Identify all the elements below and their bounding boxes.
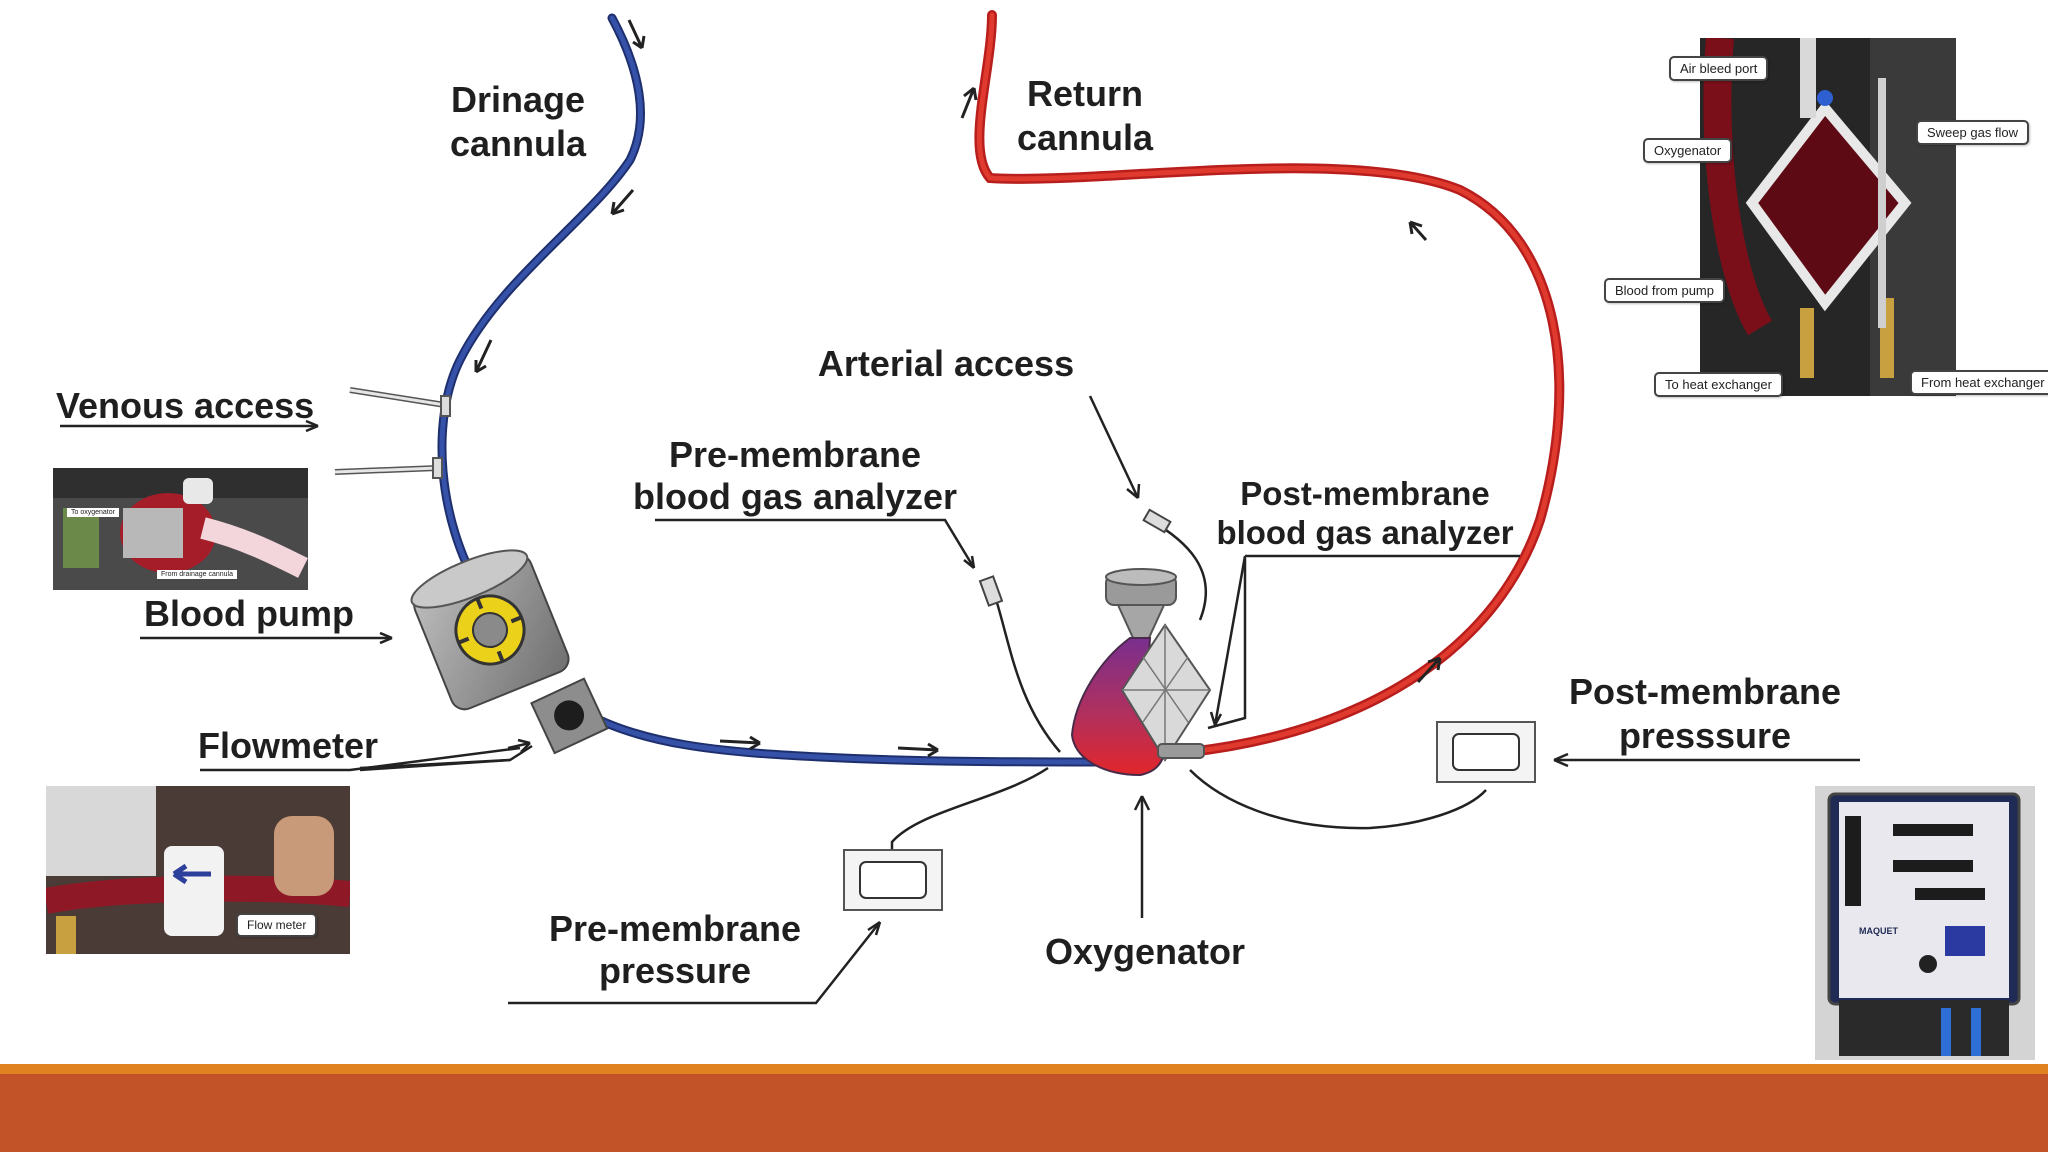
sweep-gas-flow-callout: Sweep gas flow <box>1916 120 2030 145</box>
pump-to-oxygenator-tubing <box>575 705 1120 767</box>
oxygenator-label: Oxygenator <box>1044 931 1246 972</box>
blood-pump-label: Blood pump <box>144 593 354 634</box>
oxygenator-photo <box>1700 38 1956 396</box>
oxygenator-graphic <box>1070 568 1212 777</box>
post-membrane-pressure-label: Post-membrane presssure <box>1568 671 1842 756</box>
flowmeter-label: Flowmeter <box>198 725 379 766</box>
post-membrane-bga-label: Post-membrane blood gas analyzer <box>1216 475 1514 551</box>
pre-membrane-pressure-label: Pre-membrane pressure <box>548 908 802 991</box>
pump-photo-art <box>53 468 308 590</box>
from-drainage-cannula-callout: From drainage cannula <box>157 570 237 579</box>
oxygenator-photo-art <box>1700 38 1956 396</box>
flow-meter-photo-art <box>46 786 350 954</box>
flow-meter-callout: Flow meter <box>236 913 318 937</box>
flow-meter-photo: Flow meter <box>46 786 350 954</box>
flow-arrows <box>474 19 1442 758</box>
drainage-cannula-label: Drinage cannula <box>449 79 587 164</box>
to-heat-exchanger-callout: To heat exchanger <box>1654 372 1783 397</box>
pre-membrane-pressure-monitor <box>843 849 943 911</box>
arterial-access-label: Arterial access <box>817 343 1075 384</box>
monitoring-lines <box>60 395 1860 1005</box>
pre-membrane-bga-label: Pre-membrane blood gas analyzer <box>632 434 958 517</box>
post-membrane-pressure-monitor <box>1436 721 1536 783</box>
venous-access-ports <box>334 387 451 479</box>
console-photo: MAQUET <box>1815 786 2035 1060</box>
venous-access-label: Venous access <box>56 385 315 426</box>
blood-from-pump-callout: Blood from pump <box>1604 278 1725 303</box>
to-oxygenator-callout: To oxygenator <box>67 508 119 517</box>
return-cannula-label: Return cannula <box>1016 73 1154 158</box>
flowmeter-graphic <box>530 677 609 755</box>
air-bleed-port-callout: Air bleed port <box>1669 56 1769 81</box>
console-photo-art <box>1815 786 2035 1060</box>
pump-photo: To oxygenator From drainage cannula <box>53 468 308 590</box>
from-heat-exchanger-callout: From heat exchanger <box>1910 370 2048 395</box>
console-brand: MAQUET <box>1859 926 1898 936</box>
oxygenator-callout: Oxygenator <box>1643 138 1733 163</box>
footer-band <box>0 1074 2048 1152</box>
blood-pump-graphic <box>410 549 570 711</box>
footer-accent-stripe <box>0 1064 2048 1074</box>
